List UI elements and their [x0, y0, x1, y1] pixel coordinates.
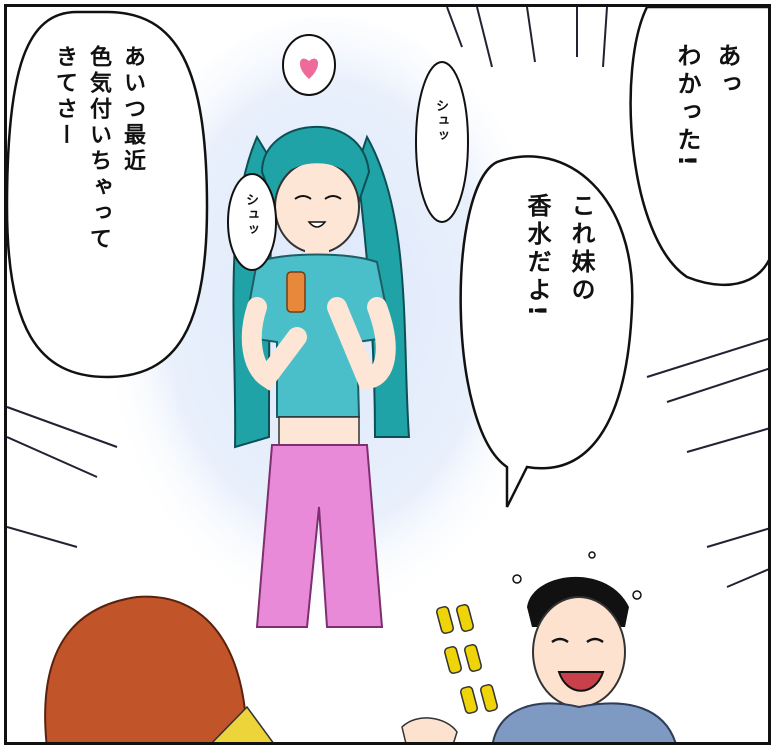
manga-panel: あいつ最近 色気付いちゃって きてさー あっ わかった! これ妹の 香水だよ! …	[4, 4, 771, 745]
speed-lines	[7, 7, 768, 588]
panel-artwork	[7, 7, 768, 742]
left-girl-character	[44, 595, 274, 742]
speech-right-mid-line-1: これ妹の	[567, 193, 595, 305]
speech-bubble-right-mid: これ妹の 香水だよ!	[515, 193, 603, 320]
sfx-bubbles	[227, 61, 469, 271]
heart-icon	[282, 34, 336, 96]
speech-left-line-2: 色気付いちゃって	[86, 45, 111, 253]
man-character	[401, 576, 677, 742]
speech-left-line-1: あいつ最近	[120, 45, 145, 175]
speech-right-top-line-2: わかった!	[673, 43, 701, 170]
sfx-spray-top: シュッ	[433, 99, 448, 144]
speech-right-top-line-1: あっ	[713, 43, 741, 99]
speech-bubble-left: あいつ最近 色気付いちゃって きてさー	[47, 45, 149, 253]
speech-right-mid-line-2: 香水だよ!	[523, 193, 551, 320]
speech-left-line-3: きてさー	[52, 45, 77, 149]
speech-bubble-right-mid-shape	[459, 155, 634, 508]
sfx-spray-left: シュッ	[243, 193, 258, 238]
speech-bubble-left-shape	[7, 10, 209, 379]
speech-bubble-right-top: あっ わかった!	[667, 43, 747, 170]
speech-bubble-right-top-shape	[629, 7, 768, 287]
yellow-sfx	[435, 604, 499, 714]
sweat-drop-icon	[512, 551, 642, 600]
